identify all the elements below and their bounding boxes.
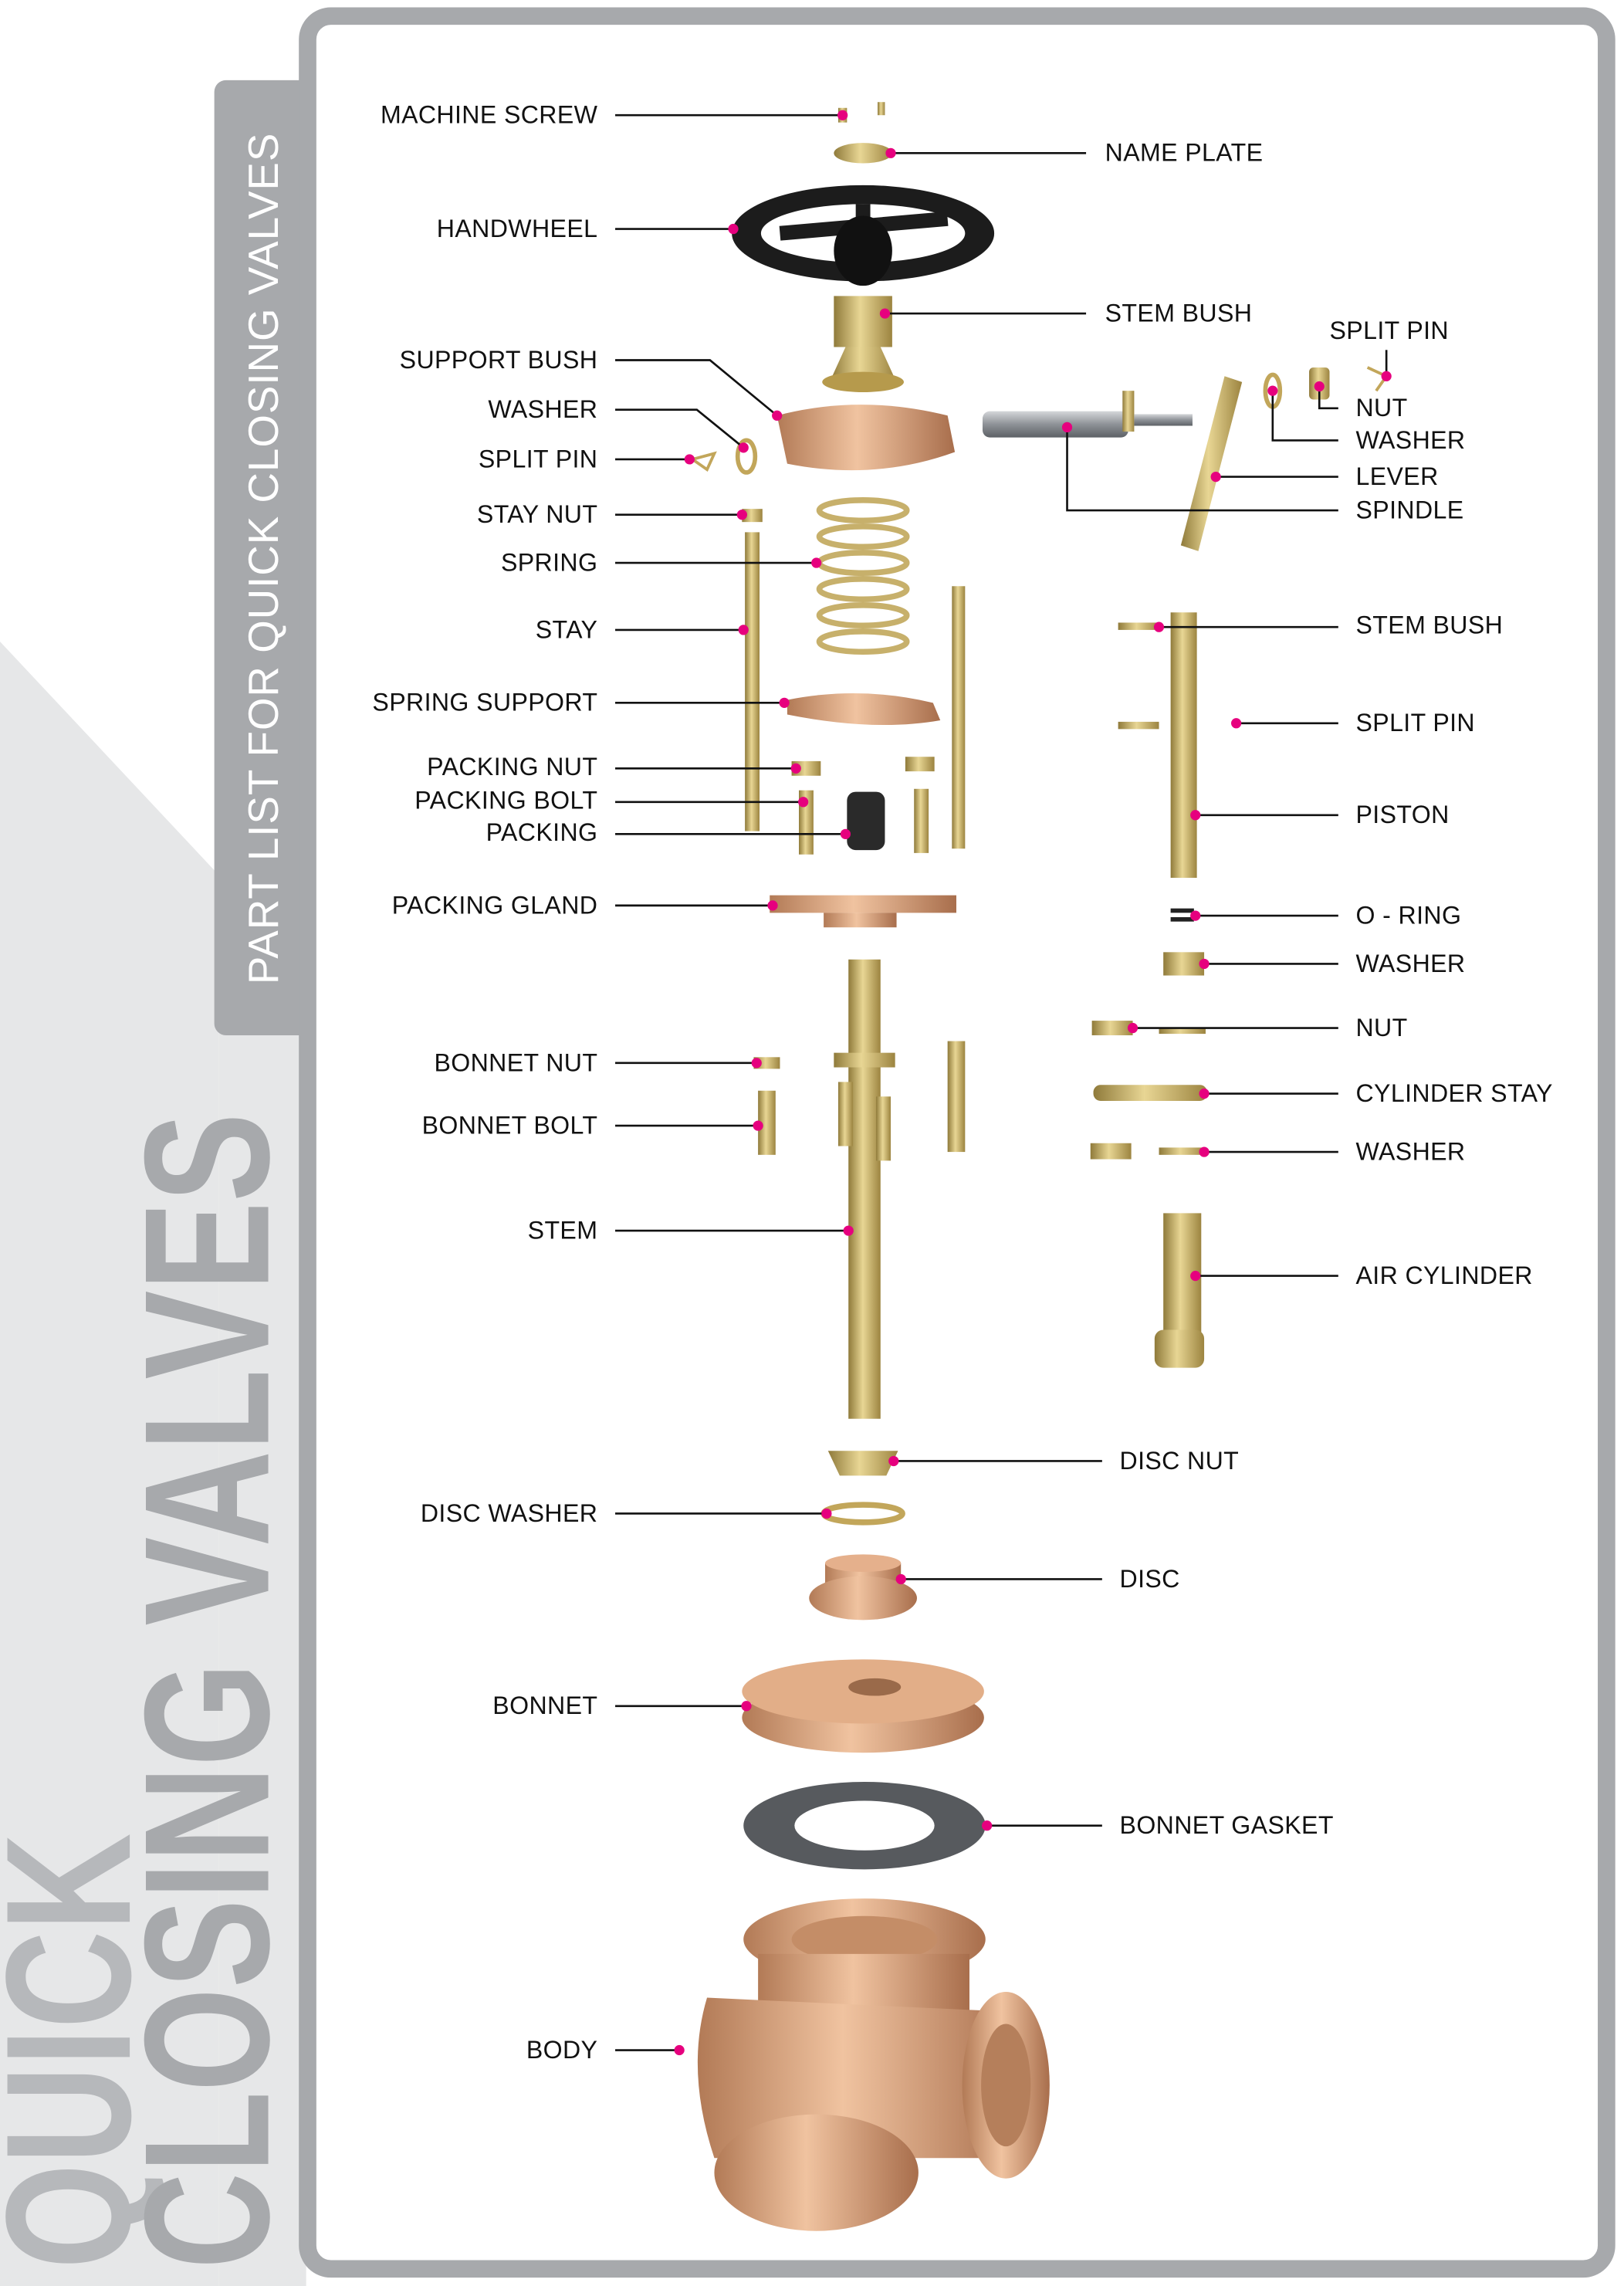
bonnet-bolt-mid-left xyxy=(838,1082,853,1146)
body-part xyxy=(697,1898,1050,2231)
o-ring-part xyxy=(1170,908,1194,922)
stem-bush-pin-part xyxy=(1118,622,1159,630)
packing-part xyxy=(847,791,885,851)
packing-nut-right-part xyxy=(905,757,935,772)
label-stay-nut: STAY NUT xyxy=(476,500,598,529)
label-stem-bush-right: STEM BUSH xyxy=(1355,611,1504,640)
label-washer: WASHER xyxy=(488,395,598,424)
bonnet-bolt-mid-right xyxy=(876,1096,891,1161)
washer-lower-thin-part xyxy=(1159,1147,1206,1155)
bonnet-stud-part xyxy=(947,1041,966,1153)
cylinder-stay-part xyxy=(1093,1085,1207,1101)
spring-support-part xyxy=(787,693,941,726)
disc-part xyxy=(809,1554,917,1621)
label-body: BODY xyxy=(526,2036,598,2064)
label-washer-right: WASHER xyxy=(1355,950,1466,978)
support-bush-part xyxy=(776,405,956,471)
label-split-pin-right: SPLIT PIN xyxy=(1355,709,1475,737)
label-washer-lower: WASHER xyxy=(1355,1138,1466,1167)
label-bonnet: BONNET xyxy=(492,1692,598,1720)
split-pin-part xyxy=(689,451,717,472)
label-packing-gland: PACKING GLAND xyxy=(391,891,598,919)
label-split-pin-top: SPLIT PIN xyxy=(1329,317,1449,345)
label-disc: DISC xyxy=(1119,1565,1180,1593)
washer-right-part xyxy=(1163,952,1205,976)
label-support-bush: SUPPORT BUSH xyxy=(399,346,598,374)
disc-nut-part xyxy=(827,1451,898,1476)
lever-part xyxy=(1180,376,1243,551)
label-lever: LEVER xyxy=(1355,462,1439,491)
handwheel-part xyxy=(732,185,995,286)
spindle-part xyxy=(982,411,1128,438)
name-plate-part xyxy=(834,143,892,164)
split-pin-right-part xyxy=(1118,721,1159,730)
label-bonnet-bolt: BONNET BOLT xyxy=(421,1112,598,1140)
stem-bush-part xyxy=(822,296,904,393)
label-machine-screw: MACHINE SCREW xyxy=(380,101,598,130)
label-packing-bolt: PACKING BOLT xyxy=(414,786,598,814)
nut-washer-part xyxy=(1159,1028,1206,1035)
label-cylinder-stay: CYLINDER STAY xyxy=(1355,1079,1553,1108)
label-disc-washer: DISC WASHER xyxy=(420,1499,598,1528)
stay-left-part xyxy=(745,532,760,831)
label-name-plate: NAME PLATE xyxy=(1105,139,1264,168)
stem-part xyxy=(848,959,881,1419)
spindle-end xyxy=(1134,414,1193,426)
stem-collar xyxy=(834,1052,895,1068)
label-stay: STAY xyxy=(535,615,598,644)
label-handwheel: HANDWHEEL xyxy=(436,215,598,243)
washer-lower-part xyxy=(1090,1143,1132,1160)
packing-gland-part xyxy=(770,895,956,928)
label-bonnet-gasket: BONNET GASKET xyxy=(1119,1811,1334,1840)
callout-dots xyxy=(674,110,1392,2056)
spindle-collar xyxy=(1122,391,1135,432)
air-cylinder-part xyxy=(1154,1213,1205,1368)
packing-bolt-right-part xyxy=(914,788,929,853)
bonnet-gasket-part xyxy=(743,1781,986,1870)
label-packing-nut: PACKING NUT xyxy=(427,753,598,781)
bonnet-part xyxy=(742,1659,984,1753)
label-spring: SPRING xyxy=(500,549,598,577)
spring-part xyxy=(816,497,910,655)
stay-nut-part xyxy=(742,509,763,523)
stay-right-part xyxy=(952,586,966,849)
nut-right-part xyxy=(1091,1021,1133,1035)
bonnet-bolt-part xyxy=(758,1090,776,1155)
label-bonnet-nut: BONNET NUT xyxy=(434,1048,598,1077)
label-o-ring: O - RING xyxy=(1355,902,1462,930)
label-air-cylinder: AIR CYLINDER xyxy=(1355,1262,1533,1290)
label-nut-right: NUT xyxy=(1355,1014,1408,1042)
label-spindle: SPINDLE xyxy=(1355,496,1464,524)
label-piston: PISTON xyxy=(1355,801,1450,829)
label-spring-support: SPRING SUPPORT xyxy=(372,689,598,717)
washer-part xyxy=(735,438,758,475)
stem-bush-right-part xyxy=(1170,612,1197,878)
label-washer-top: WASHER xyxy=(1355,426,1466,455)
label-packing: PACKING xyxy=(486,818,598,847)
label-stem-bush-top: STEM BUSH xyxy=(1105,300,1253,328)
label-disc-nut: DISC NUT xyxy=(1119,1447,1240,1475)
label-stem: STEM xyxy=(527,1217,598,1245)
label-nut-top: NUT xyxy=(1355,394,1408,422)
label-split-pin: SPLIT PIN xyxy=(478,445,598,473)
